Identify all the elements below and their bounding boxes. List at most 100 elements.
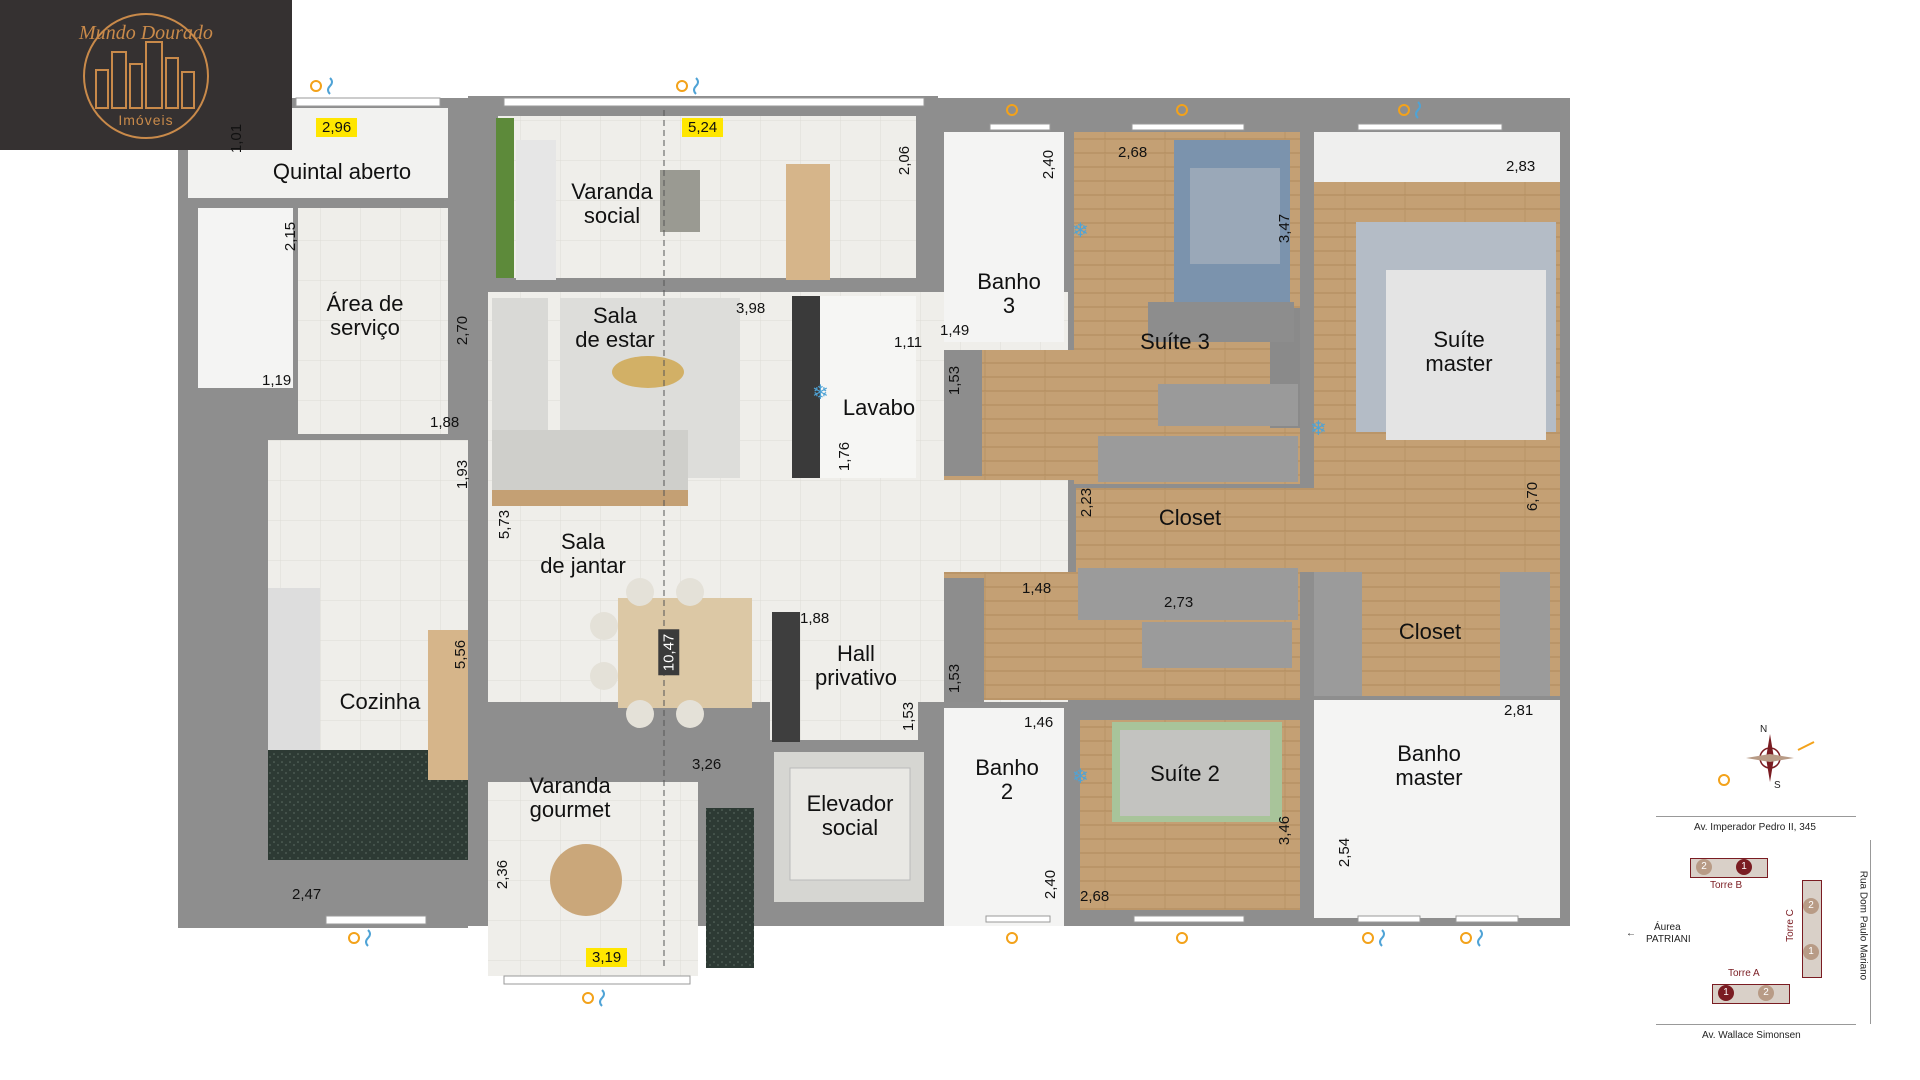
dim: 2,06 [896,145,914,176]
room-varanda-social: Varanda social [571,179,653,228]
dim-quintal-width: 2,96 [316,118,358,137]
dim: 1,76 [836,441,854,472]
ac-icon: ❄ [812,382,829,404]
tower-c-block [1802,880,1822,978]
tower-a-unit-1: 1 [1718,985,1734,1001]
banho2-floor [944,708,1064,926]
dim: 6,70 [1524,481,1542,512]
room-area-servico: Área de serviço [326,291,404,340]
tower-b-unit-2: 2 [1696,859,1712,875]
room-cozinha: Cozinha [339,689,421,714]
dim: 3,98 [736,300,766,317]
varanda-social-floor [498,116,916,278]
room-suite-2: Suíte 2 [1150,761,1220,786]
sun-wind-icon [348,929,371,947]
compass-icon [1718,734,1815,786]
dim: 1,93 [454,459,472,490]
sun-wind-icon [1398,101,1421,119]
tower-a-label: Torre A [1728,968,1760,979]
tower-c-unit-1: 1 [1803,944,1819,960]
dim: 2,15 [282,221,300,252]
dim: 2,36 [494,859,512,890]
dim: 2,40 [1042,869,1060,900]
compass-south: S [1774,780,1781,791]
dim: 2,68 [1080,888,1110,905]
dim: 1,88 [430,414,460,431]
dim: 1,46 [1024,714,1054,731]
dim: 1,53 [946,365,964,396]
dim: 1,53 [946,663,964,694]
sun-wind-icon [582,989,605,1007]
tower-a-unit-2: 2 [1758,985,1774,1001]
tower-b-label: Torre B [1710,880,1743,891]
banho3-floor [944,132,1064,342]
room-hall-privativo: Hall privativo [815,641,897,690]
dim-varanda-width: 5,24 [682,118,724,137]
room-banho-3: Banho 3 [977,269,1041,318]
room-suite-master: Suíte master [1425,327,1493,376]
ac-icon: ❄ [1072,220,1089,242]
compass-north: N [1760,724,1768,735]
dim: 2,54 [1336,837,1354,868]
dim: 2,81 [1504,702,1534,719]
tower-b-unit-1: 1 [1736,859,1752,875]
room-quintal-aberto: Quintal aberto [272,159,412,184]
room-banho-master: Banho master [1395,741,1463,790]
dim: 1,19 [262,372,292,389]
room-closet: Closet [1158,505,1222,530]
dim-dining-length: 10,47 [658,629,680,676]
sun-icon [1006,932,1018,944]
dim: 2,68 [1118,144,1148,161]
room-sala-estar: Sala de estar [575,303,655,352]
brand-name: Mundo Dourado [79,22,213,44]
area-label-1: Áurea [1654,922,1681,933]
dim: 2,73 [1164,594,1194,611]
sun-icon [1006,104,1018,116]
street-line-top [1656,816,1856,817]
sun-icon [1176,104,1188,116]
street-av-imperador: Av. Imperador Pedro II, 345 [1694,822,1816,833]
dim: 1,48 [1022,580,1052,597]
dim: 1,53 [900,701,918,732]
dim-gourmet-width: 3,19 [586,948,628,967]
street-rua-dom-paulo: Rua Dom Paulo Mariano [1857,870,1869,981]
dining-table [618,598,752,708]
logo-emblem-icon [83,13,209,139]
area-arrow-icon: ← [1626,928,1636,939]
sun-wind-icon [676,77,699,95]
dim: 2,23 [1078,487,1096,518]
dim: 3,46 [1276,815,1294,846]
room-varanda-gourmet: Varanda gourmet [529,773,611,822]
ac-icon: ❄ [1310,418,1327,440]
room-elevador-social: Elevador social [806,791,894,840]
banho-master-floor [1314,700,1560,918]
dim: 3,26 [692,756,722,773]
sun-wind-icon [1460,929,1483,947]
sun-wind-icon [310,77,333,95]
street-av-wallace: Av. Wallace Simonsen [1702,1030,1801,1041]
room-sala-jantar: Sala de jantar [540,529,626,578]
dim: 1,88 [800,610,830,627]
closet-corridor [1076,488,1560,572]
dim: 1,11 [894,334,923,351]
brand-sub: Imóveis [118,112,174,128]
sun-icon [1176,932,1188,944]
dim: 3,47 [1276,213,1294,244]
room-suite-3: Suíte 3 [1140,329,1210,354]
room-closet-master: Closet [1398,619,1462,644]
dim: 2,83 [1506,158,1536,175]
area-label-2: PATRIANI [1646,934,1691,945]
dim: 1,01 [228,123,246,154]
service-bath-floor [198,208,293,388]
dim: 5,56 [452,639,470,670]
room-lavabo: Lavabo [842,395,916,420]
street-line-right [1870,840,1871,1024]
dim: 1,49 [940,322,970,339]
tower-c-label: Torre C [1784,909,1796,942]
street-line-bottom [1656,1024,1856,1025]
service-area-floor [298,208,448,434]
dim: 2,40 [1040,149,1058,180]
brand-logo: Mundo Dourado Imóveis [0,0,292,150]
dim: 2,70 [454,315,472,346]
